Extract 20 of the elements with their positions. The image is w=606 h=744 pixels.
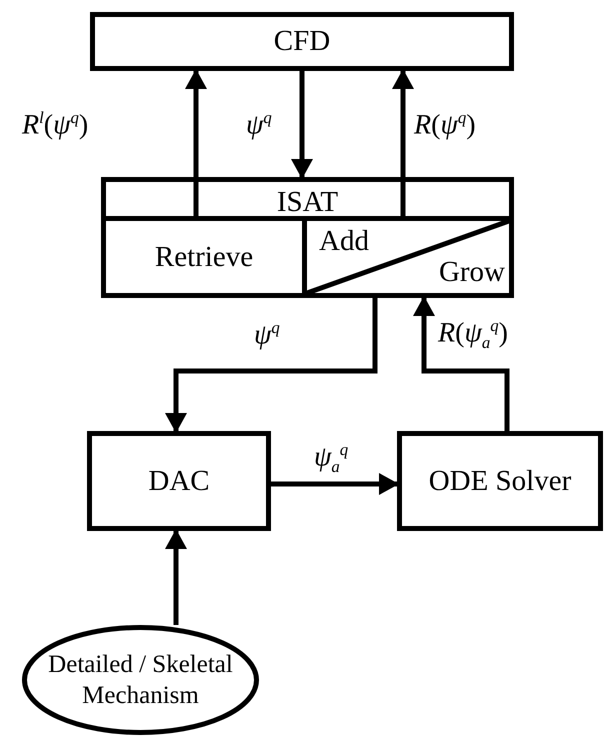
node-label: Detailed / Skeletal Mechanism [47,650,234,711]
process-box [101,177,514,298]
arrow [165,298,378,433]
node-label: ODE Solver [428,466,572,496]
node-label: DAC [147,466,211,496]
node-label: Add [319,227,369,256]
arrow [291,71,313,179]
node-label: ISAT [276,188,340,217]
arrow [271,473,399,495]
arrow [413,296,510,431]
arrow [392,69,414,216]
node-label: CFD [272,27,332,56]
process-box [397,431,603,531]
process-box [87,431,271,531]
arrow [185,69,207,216]
node-label: Retrieve [154,242,254,272]
process-box [90,12,514,71]
ellipse-node [22,625,259,735]
arrow [165,529,187,625]
node-label: Grow [438,258,505,287]
